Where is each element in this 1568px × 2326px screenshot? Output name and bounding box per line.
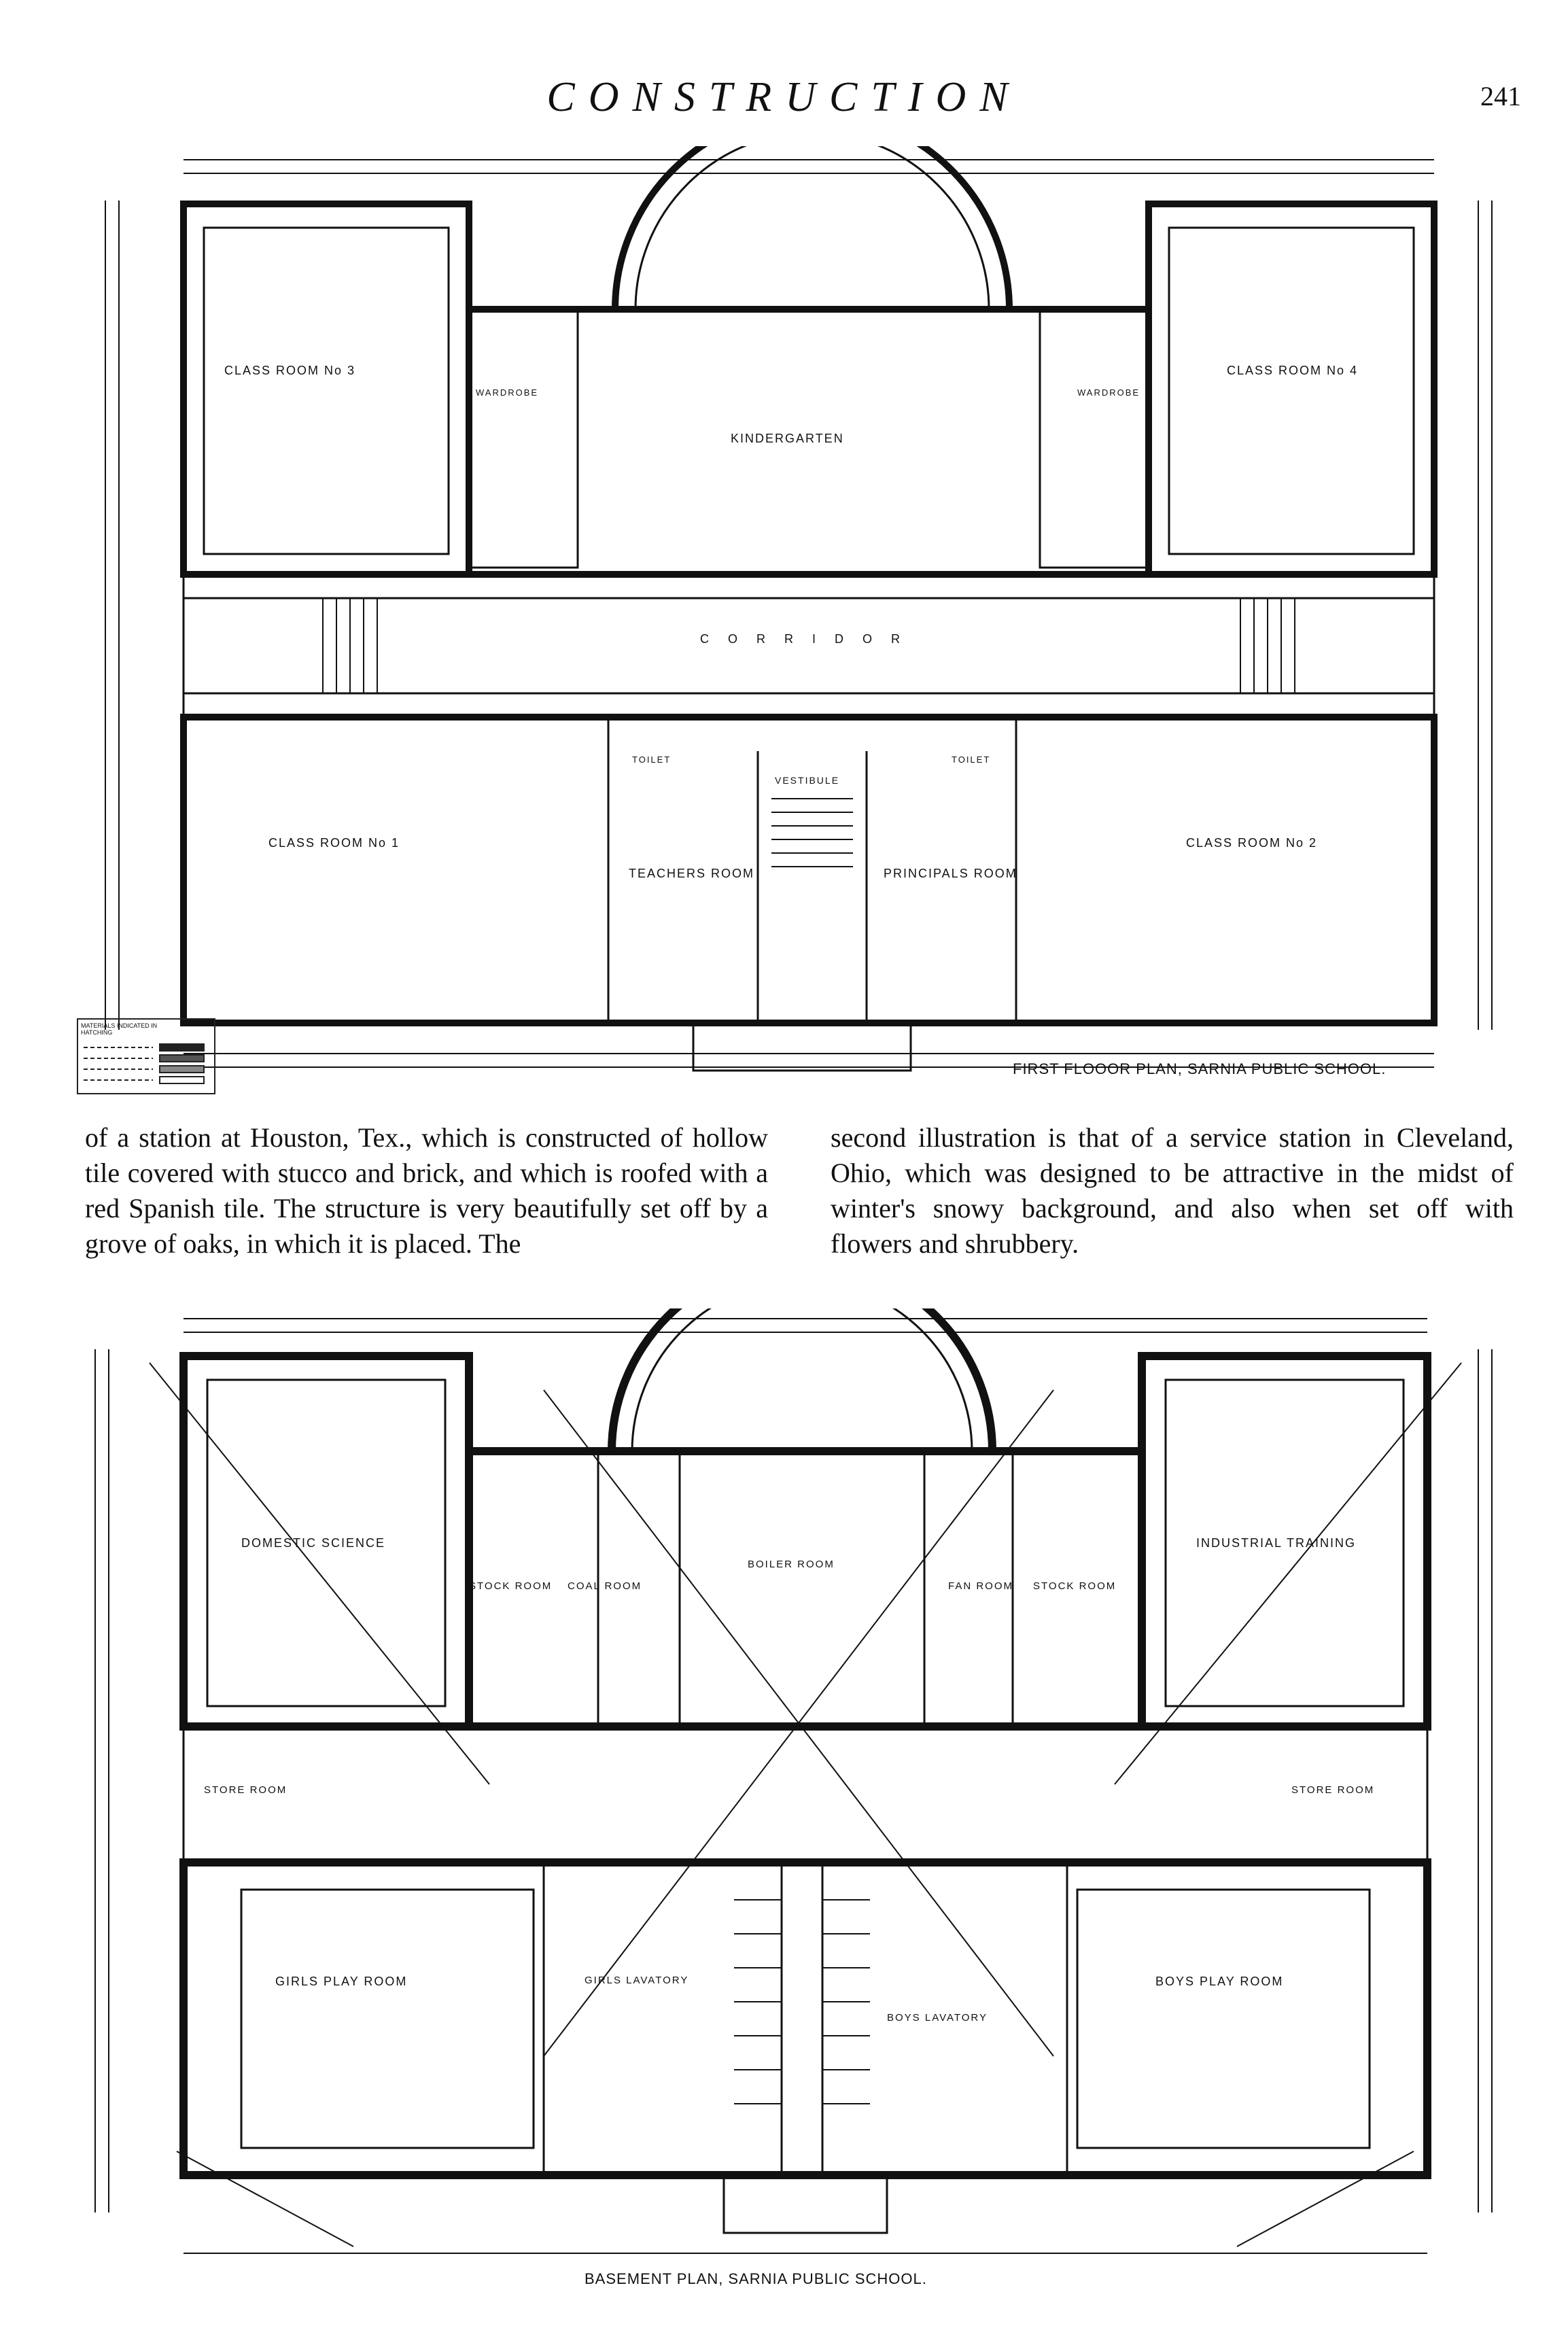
room-label: CLASS ROOM No 3 (224, 364, 356, 377)
legend-swatches (84, 1043, 205, 1084)
room-label: CORRIDOR (700, 632, 919, 646)
room-label: CLASS ROOM No 1 (268, 836, 400, 850)
page-number: 241 (1480, 81, 1521, 111)
room-label: STOCK ROOM (1033, 1580, 1117, 1592)
room-label: BOYS PLAY ROOM (1155, 1975, 1284, 1988)
basement-plan-drawing: DOMESTIC SCIENCE STOCK ROOM COAL ROOM BO… (68, 1308, 1519, 2267)
materials-legend: MATERIALS INDICATED IN HATCHING (77, 1018, 215, 1094)
room-label: TOILET (952, 754, 991, 765)
room-label: STORE ROOM (204, 1784, 288, 1796)
room-label: BOYS LAVATORY (887, 2012, 988, 2024)
room-label: CLASS ROOM No 2 (1186, 836, 1318, 850)
article-left-column: of a station at Houston, Tex., which is … (85, 1122, 768, 1259)
basement-plan-caption: BASEMENT PLAN, SARNIA PUBLIC SCHOOL. (585, 2270, 927, 2287)
first-floor-plan-svg (105, 146, 1493, 1072)
first-floor-plan-drawing: CLASS ROOM No 3 KINDERGARTEN CLASS ROOM … (78, 146, 1509, 1081)
room-label: TEACHERS ROOM (629, 867, 755, 880)
room-label: GIRLS LAVATORY (585, 1975, 689, 1986)
room-label: CLASS ROOM No 4 (1227, 364, 1359, 377)
room-label: STORE ROOM (1291, 1784, 1375, 1796)
room-label: TOILET (632, 754, 672, 765)
room-label: WARDROBE (1077, 387, 1140, 398)
room-label: INDUSTRIAL TRAINING (1196, 1536, 1357, 1550)
room-label: COAL ROOM (568, 1580, 642, 1592)
article-right-column: second illustration is that of a service… (831, 1122, 1514, 1259)
page-header-title: CONSTRUCTION (546, 74, 1022, 120)
room-label: WARDROBE (476, 387, 539, 398)
room-label: FAN ROOM (948, 1580, 1014, 1592)
room-label: VESTIBULE (775, 775, 840, 786)
room-label: GIRLS PLAY ROOM (275, 1975, 408, 1988)
room-label: STOCK ROOM (469, 1580, 553, 1592)
room-label: KINDERGARTEN (731, 432, 844, 445)
room-label: BOILER ROOM (748, 1559, 835, 1570)
first-floor-plan-caption: FIRST FLOOOR PLAN, SARNIA PUBLIC SCHOOL. (1013, 1060, 1387, 1077)
basement-plan-svg (94, 1308, 1493, 2254)
room-label: PRINCIPALS ROOM (884, 867, 1017, 880)
legend-title: MATERIALS INDICATED IN HATCHING (81, 1022, 158, 1036)
room-label: DOMESTIC SCIENCE (241, 1536, 386, 1550)
